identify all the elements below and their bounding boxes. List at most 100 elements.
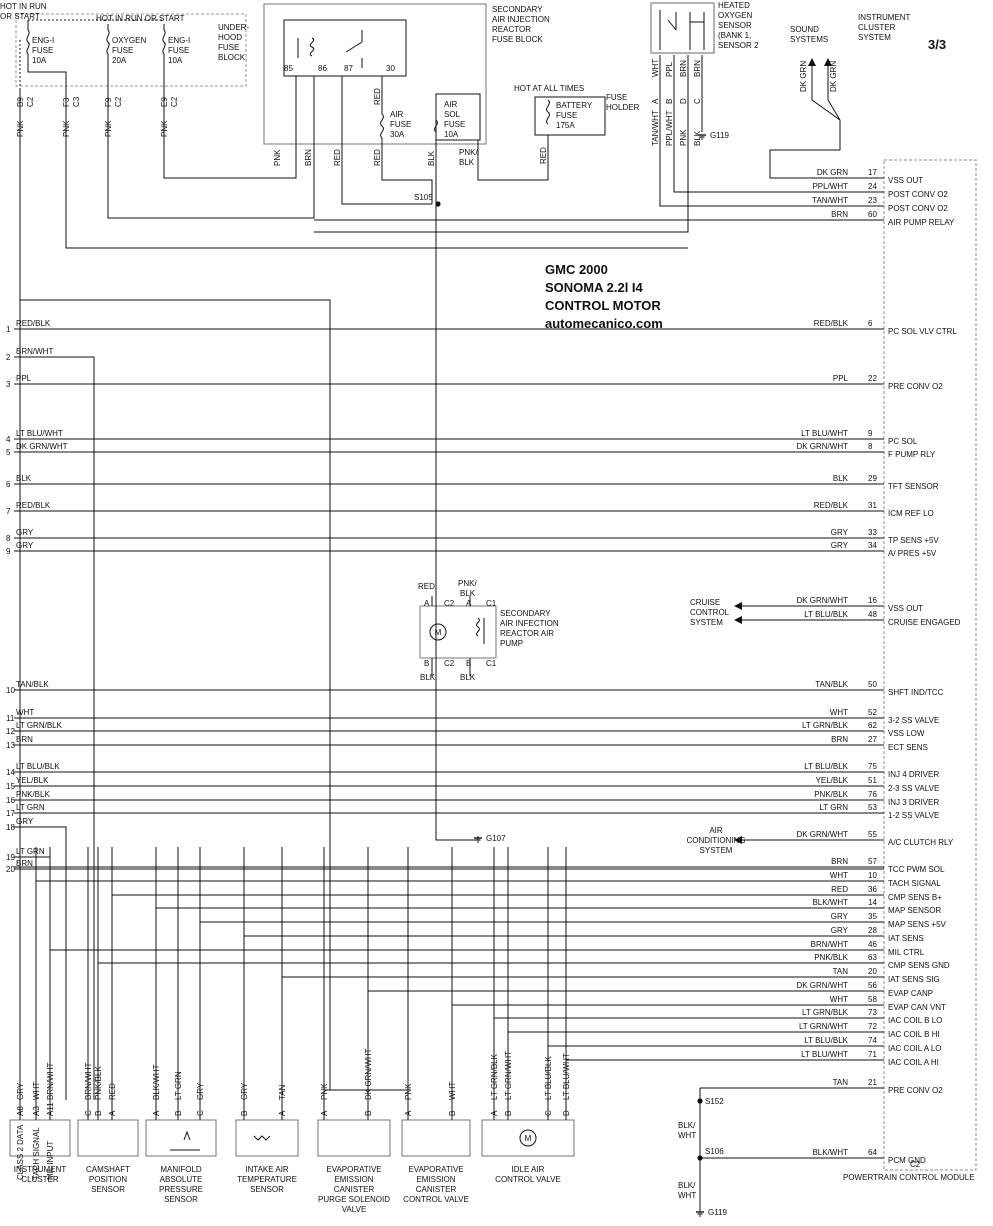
pcm-pin-label: IAC COIL A LO [888,1044,942,1053]
pin-label: C1 [486,659,497,668]
title-line: CONTROL MOTOR [545,298,661,313]
component-box [317,1119,391,1157]
component-box [481,1119,575,1157]
circuit-number: 13 [6,741,15,750]
pin-number: 57 [868,857,877,866]
connector-label: C2 [114,96,123,107]
wire-color: LT BLU/WHT [801,429,848,438]
pcm-pin-label: CMP SENS B+ [888,893,942,902]
wire [65,90,688,249]
wire-color: RED/BLK [814,501,849,510]
motor-icon [429,623,447,641]
wire-color: RED [333,149,342,166]
wires [14,10,884,1217]
component-label: INTAKE AIR [245,1165,289,1174]
pcm-pin-label: IAT SENS [888,934,924,943]
reactor-block-label: AIR INJECTION [492,15,550,24]
wire-color: GRY [831,541,849,550]
wire-color: PNK/BLK [16,790,50,799]
fuse-symbol [106,29,110,55]
pin-number: 62 [868,721,877,730]
pin-number: 10 [868,871,877,880]
pin-number: 60 [868,210,877,219]
wire-color: WHT [678,1191,696,1200]
wire-color: BLK/WHT [152,1064,161,1100]
pin-label: C [84,1110,93,1116]
component-box [9,1119,71,1157]
pin-number: 21 [868,1078,877,1087]
pin-number: 53 [868,803,877,812]
wire-color: PPL [16,374,32,383]
wire [27,20,67,90]
wire-color: BRN/WHT [84,1063,93,1100]
pin-number: 36 [868,885,877,894]
pin-label: 87 [344,64,353,73]
circuit-number: 17 [6,809,15,818]
pcm-pin-label: POST CONV O2 [888,190,948,199]
fuse-label: FUSE [556,111,577,120]
pin-number: 22 [868,374,877,383]
wire-color: LT GRN [16,803,45,812]
relay-box [283,19,407,77]
wire-color: DK GRN [817,168,848,177]
wire-color: DK GRN/WHT [796,981,848,990]
wire-color: LT BLU/BLK [804,762,848,771]
wire [477,140,548,181]
pcm-pin-label: A/C CLUTCH RLY [888,838,954,847]
pin-label: B [424,659,429,668]
title-line: SONOMA 2.2l I4 [545,280,643,295]
o2-sensor-box [650,2,715,54]
splice-label: S105 [414,193,433,202]
circuit-number: 20 [6,865,15,874]
fuse-label: SOL [444,110,461,119]
pin-label: A [424,599,430,608]
pcm-pin-label: EVAP CANP [888,989,933,998]
component-box [145,1119,217,1157]
wire [14,826,67,1100]
reactor-block-label: SECONDARY [492,5,543,14]
wire-color: GRY [16,817,34,826]
pcm-pin-label: TFT SENSOR [888,482,939,491]
cluster-system-label: CLUSTER [858,23,896,32]
wire-color: PNK [320,1083,329,1100]
pin-label: C1 [486,599,497,608]
fuse-label: AIR [390,110,404,119]
pin-label: E9 [160,97,169,107]
pin-number: 72 [868,1022,877,1031]
wire-color: BLK [693,130,702,146]
component-label: SENSOR [250,1185,284,1194]
pin-label: A [278,1110,287,1116]
wire-color: LT GRN [819,803,848,812]
wire-color: YEL/BLK [816,776,849,785]
pcm-pin-label: ICM REF LO [888,509,934,518]
o2-sensor-label: (BANK 1, [718,31,751,40]
pin-number: 24 [868,182,877,191]
wire-color: GRY [831,926,849,935]
wire-color: BLK [833,474,849,483]
fuse-label: FUSE [390,120,411,129]
pin-number: 51 [868,776,877,785]
pcm-pin-label: F PUMP RLY [888,450,936,459]
wire-color: LT BLU/WHT [16,429,63,438]
fuse-block-label: BLOCK [218,53,246,62]
wire-color: BRN [16,859,33,868]
wire-color: BRN [831,210,848,219]
reactor-block-label: REACTOR [492,25,531,34]
fuse-holder-label: HOLDER [606,103,640,112]
air-pump-label: AIR INFECTION [500,619,559,628]
pin-number: 16 [868,596,877,605]
wire [163,76,297,179]
o2-sensor-label: HEATED [718,1,750,10]
wire [435,140,478,841]
wire [431,596,471,676]
cluster-pin-label: CLASS 2 DATA [16,1124,25,1180]
wire-color: PNK/ [459,148,478,157]
pin-number: 58 [868,995,877,1004]
pin-number: 20 [868,967,877,976]
fuse-label: 20A [112,56,127,65]
wire-color: GRY [16,528,34,537]
pin-label: C [544,1110,553,1116]
wire-color: TAN [278,1084,287,1100]
wire-color: DK GRN [829,61,838,92]
